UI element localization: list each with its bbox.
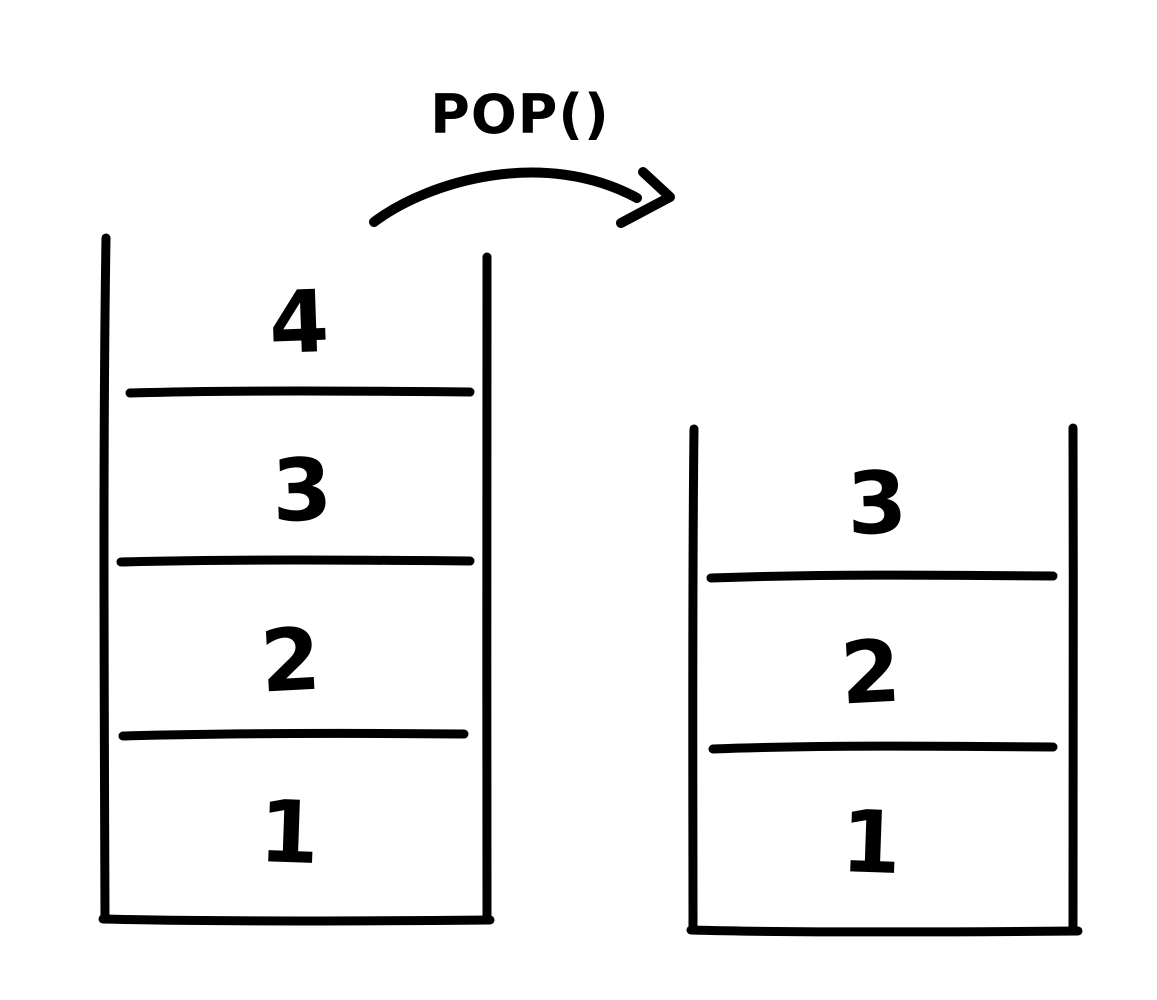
stack-after-item-bottom: 1 (839, 792, 902, 894)
stack-after-bottom (686, 925, 1083, 937)
stack-before-item-2: 3 (270, 440, 333, 542)
stack-after-divider-1 (706, 570, 1058, 583)
stack-after: 3 2 1 (686, 423, 1083, 937)
stack-before-divider-2 (116, 555, 475, 567)
stack-before-divider-3 (118, 728, 469, 741)
stack-before-item-top: 4 (267, 272, 330, 374)
stack-before-bottom (98, 914, 495, 926)
pop-operation-label: POP() (430, 83, 609, 146)
stack-after-item-top: 3 (845, 453, 908, 555)
pop-arrow-head-icon (616, 167, 675, 228)
stack-after-left-wall (688, 424, 699, 935)
stack-before-left-wall (99, 233, 111, 923)
stack-after-right-wall (1068, 423, 1078, 934)
stack-before-divider-1 (125, 386, 475, 398)
pop-arrow-curve (369, 167, 642, 227)
stack-after-divider-2 (708, 741, 1058, 754)
stack-after-item-2: 2 (838, 622, 903, 725)
stack-before-right-wall (482, 252, 492, 921)
stack-before-item-bottom: 1 (257, 782, 320, 884)
pop-arrow (369, 167, 675, 228)
stack-before-item-3: 2 (258, 610, 323, 713)
stack-before: 4 3 2 1 (98, 233, 495, 926)
